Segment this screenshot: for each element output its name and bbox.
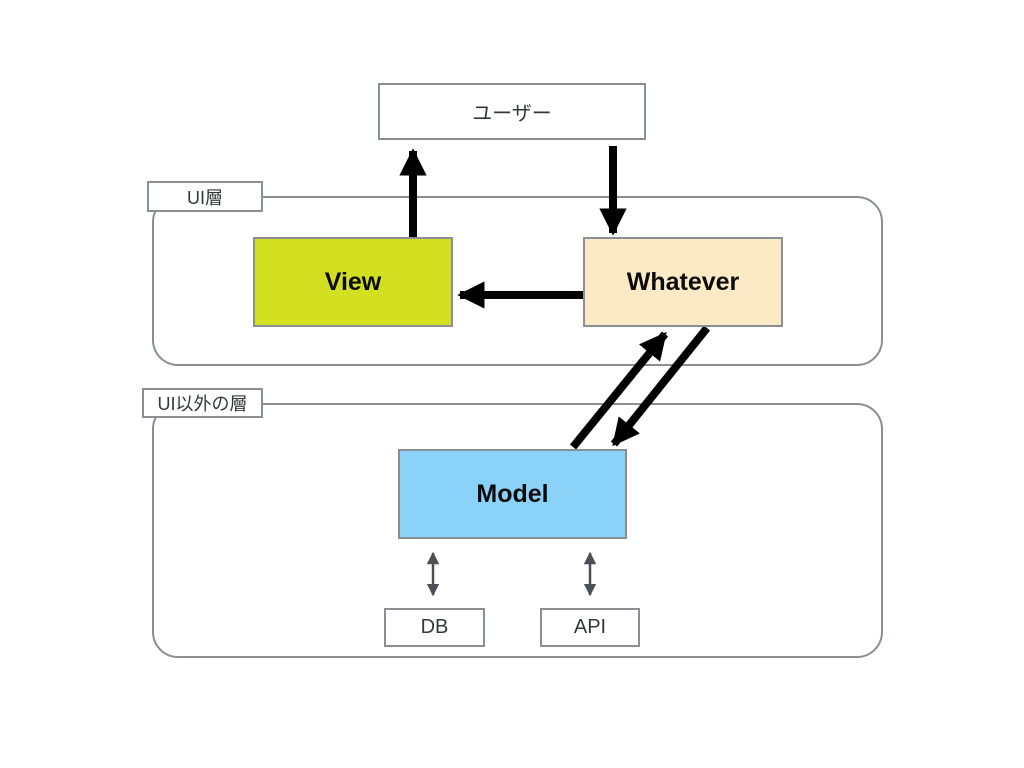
model-node-label: Model [476, 479, 549, 508]
view-node-label: View [324, 267, 382, 296]
group-non-ui-layer [152, 403, 883, 658]
group-ui-layer [152, 196, 883, 366]
user-node: ユーザー [378, 83, 646, 140]
whatever-node-label: Whatever [626, 267, 740, 296]
user-node-label: ユーザー [472, 103, 552, 125]
api-node: API [540, 608, 640, 647]
group-label-ui-layer-text: UI層 [187, 187, 223, 208]
api-node-label: API [573, 616, 607, 638]
view-node: View [253, 237, 453, 327]
group-label-non-ui-layer-text: UI以外の層 [157, 394, 248, 414]
db-node: DB [384, 608, 485, 647]
group-label-non-ui-layer: UI以外の層 [142, 388, 263, 418]
whatever-node: Whatever [583, 237, 783, 327]
db-node-label: DB [420, 616, 449, 638]
group-label-ui-layer: UI層 [147, 181, 263, 212]
model-node: Model [398, 449, 627, 539]
